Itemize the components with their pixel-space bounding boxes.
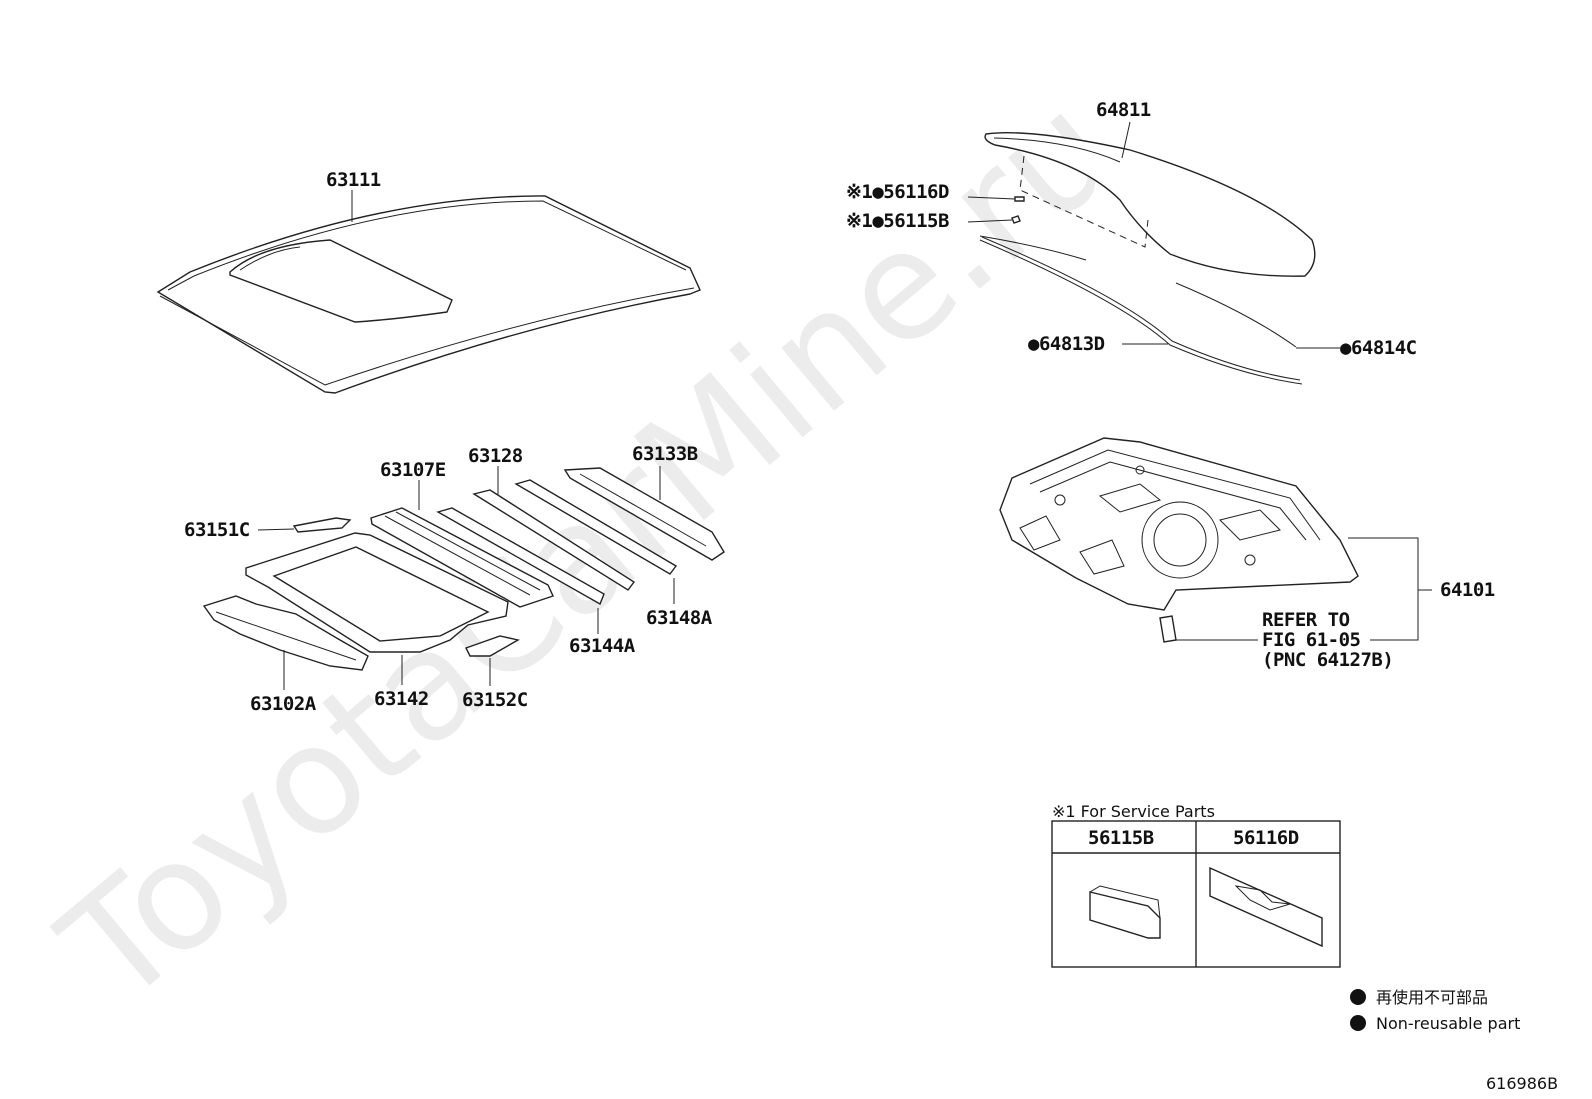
- service-parts-title: ※1 For Service Parts: [1052, 802, 1215, 821]
- label-63107E: 63107E: [380, 459, 446, 481]
- bracket-63152C[interactable]: [465, 635, 520, 657]
- rear-header-63133B[interactable]: [563, 467, 725, 561]
- service-col-56115B: 56115B: [1088, 827, 1154, 849]
- roof-panel-63111[interactable]: [156, 195, 701, 394]
- sunroof-frame-63142[interactable]: [245, 532, 509, 653]
- label-63148A: 63148A: [646, 607, 713, 629]
- label-64813D: ●64813D: [1028, 333, 1105, 355]
- label-64811: 64811: [1096, 99, 1151, 121]
- label-56116D: ※1●56116D: [846, 181, 949, 203]
- label-63128: 63128: [468, 445, 523, 467]
- bracket-64127B[interactable]: [1159, 615, 1177, 643]
- label-63133B: 63133B: [632, 443, 698, 465]
- legend: 再使用不可部品 Non-reusable part: [1350, 988, 1520, 1033]
- weatherstrip-64813D[interactable]: [979, 235, 1303, 385]
- service-parts-table: ※1 For Service Parts 56115B 56116D: [1051, 802, 1341, 968]
- spacer-56116D[interactable]: [1014, 196, 1025, 202]
- front-reinforcement-63102A[interactable]: [202, 595, 369, 671]
- legend-bullet-en: [1350, 1015, 1366, 1031]
- front-header-63107E[interactable]: [370, 507, 554, 608]
- watermark: ToyotaCarMine.ru: [31, 62, 1147, 1038]
- service-part-56115B-image: [1089, 885, 1161, 939]
- roof-reinforcement-63144A[interactable]: [472, 489, 636, 591]
- legend-bullet-jp: [1350, 989, 1366, 1005]
- label-63144A: 63144A: [569, 635, 636, 657]
- spacer-56115B[interactable]: [1011, 215, 1021, 224]
- back-window-glass-64811[interactable]: [984, 132, 1316, 277]
- label-63102A: 63102A: [250, 693, 317, 715]
- refer-to-line2: FIG 61-05: [1262, 629, 1361, 651]
- label-63111: 63111: [326, 169, 381, 191]
- legend-text-jp: 再使用不可部品: [1376, 988, 1488, 1007]
- label-64101: 64101: [1440, 579, 1495, 601]
- legend-text-en: Non-reusable part: [1376, 1014, 1520, 1033]
- bracket-63151C[interactable]: [292, 517, 352, 533]
- service-col-56116D: 56116D: [1233, 827, 1299, 849]
- refer-to-line3: (PNC 64127B): [1262, 649, 1393, 671]
- roof-reinforcement-63148A[interactable]: [514, 479, 678, 575]
- service-part-56116D-image: [1209, 866, 1323, 948]
- label-63152C: 63152C: [462, 689, 528, 711]
- label-56115B: ※1●56115B: [846, 210, 949, 232]
- roof-reinforcement-63128[interactable]: [436, 507, 605, 606]
- figure-id: 616986B: [1486, 1074, 1558, 1093]
- label-64814C: ●64814C: [1340, 337, 1417, 359]
- refer-to-line1: REFER TO: [1262, 609, 1350, 631]
- label-63142: 63142: [374, 688, 429, 710]
- weatherstrip-64814C[interactable]: [1175, 282, 1297, 348]
- label-63151C: 63151C: [184, 519, 250, 541]
- package-tray-panel-64101[interactable]: [999, 437, 1359, 611]
